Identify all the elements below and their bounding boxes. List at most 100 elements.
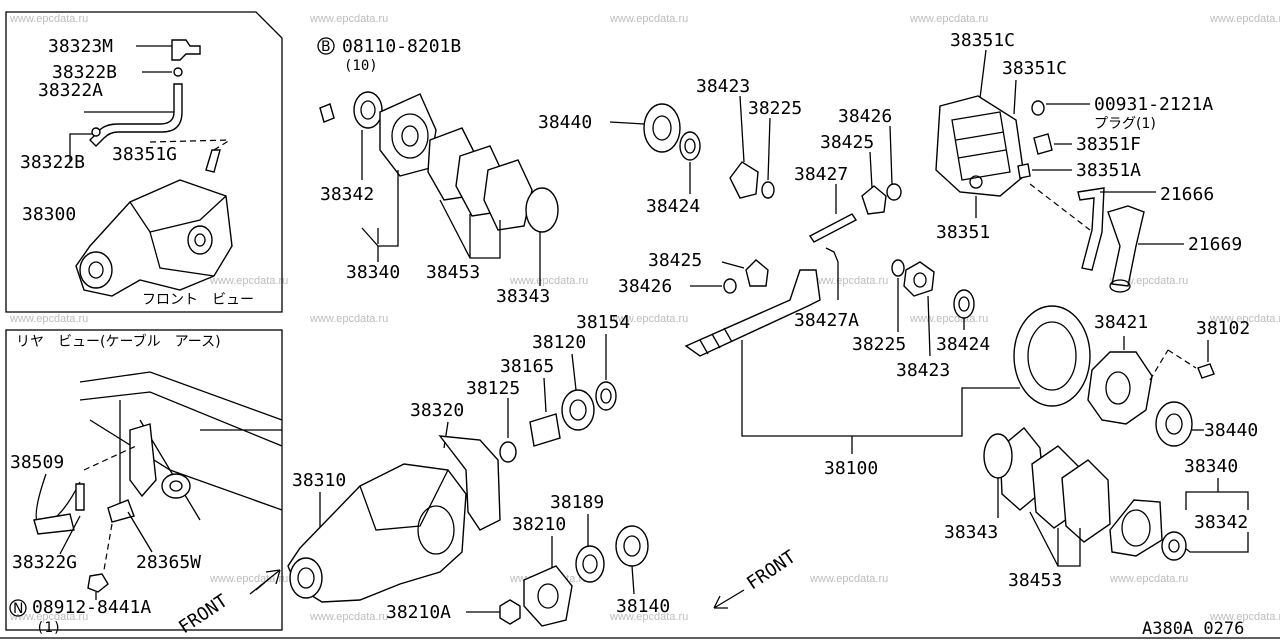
part-number-38320: 38320 xyxy=(410,400,464,421)
part-number-38102: 38102 xyxy=(1196,318,1250,339)
diagram-code: A380A 0276 xyxy=(1142,619,1244,639)
n-symbol xyxy=(9,599,27,617)
part-number-38210A: 38210A xyxy=(386,602,451,623)
o-ring xyxy=(983,433,1013,479)
part-number-38425-top: 38425 xyxy=(820,132,874,153)
bolt-symbol: B xyxy=(321,39,331,55)
pinion-bearing xyxy=(561,389,595,431)
front-view-caption: フロント ビュー xyxy=(142,292,254,308)
part-number-38342-left: 38342 xyxy=(320,184,374,205)
watermark: www.epcdata.ru xyxy=(909,13,988,25)
part-number-38423-top: 38423 xyxy=(696,76,750,97)
part-number-21666: 21666 xyxy=(1160,184,1214,205)
rear-cover-left-group: B 08110-8201B (10) 38342 38340 38453 383… xyxy=(317,36,559,307)
pinion-bearing xyxy=(615,525,649,567)
part-number-38343-right: 38343 xyxy=(944,522,998,543)
plug-note: プラグ(1) xyxy=(1094,116,1156,132)
watermark: www.epcdata.ru xyxy=(509,275,588,287)
carrier-group: 38154 38120 38165 38125 38320 38310 3818… xyxy=(287,312,670,627)
drive-pinion xyxy=(684,269,821,357)
thrust-washer xyxy=(886,183,902,201)
rear-view-inset-frame xyxy=(5,329,283,631)
part-number-38351C-1: 38351C xyxy=(950,30,1015,51)
watermark: www.epcdata.ru xyxy=(609,13,688,25)
pinion-mate-gear xyxy=(861,185,887,215)
side-gear xyxy=(903,261,935,297)
part-number-38426-top: 38426 xyxy=(838,106,892,127)
part-number-38120: 38120 xyxy=(532,332,586,353)
breather-hose xyxy=(89,83,183,147)
part-number-38509: 38509 xyxy=(10,452,64,473)
watermark: www.epcdata.ru xyxy=(309,313,388,325)
watermark: www.epcdata.ru xyxy=(9,313,88,325)
thrust-washer xyxy=(679,131,701,161)
part-number-38424-top: 38424 xyxy=(646,196,700,217)
part-number-38343-left: 38343 xyxy=(496,286,550,307)
diff-case-right-group: 38421 38102 38440 38340 38342 38343 3845… xyxy=(944,305,1258,591)
side-retainer xyxy=(1109,499,1163,557)
nut-code: 08912-8441A xyxy=(32,597,151,618)
bolt-code: 08110-8201B xyxy=(342,36,461,57)
watermark: www.epcdata.ru xyxy=(809,573,888,585)
carrier-flange xyxy=(289,557,323,599)
bracket xyxy=(129,423,157,498)
part-number-38440-top: 38440 xyxy=(538,112,592,133)
part-number-38140: 38140 xyxy=(616,596,670,617)
ring-gear-bolt xyxy=(1197,363,1215,379)
part-number-38423-mid: 38423 xyxy=(896,360,950,381)
part-number-38351A: 38351A xyxy=(1076,160,1141,181)
part-number-38351F: 38351F xyxy=(1076,134,1141,155)
oil-seal xyxy=(353,91,383,129)
part-number-38351G: 38351G xyxy=(112,144,177,165)
part-number-38322B-low: 38322B xyxy=(20,152,85,173)
part-number-38340-left: 38340 xyxy=(346,262,400,283)
watermark: www.epcdata.ru xyxy=(209,573,288,585)
plug-code: 00931-2121A xyxy=(1094,94,1213,115)
filler-plug xyxy=(1033,133,1053,155)
watermark: www.epcdata.ru xyxy=(1109,573,1188,585)
part-number-38323M: 38323M xyxy=(48,36,113,57)
mount-member xyxy=(1107,205,1145,287)
part-number-38425-mid: 38425 xyxy=(648,250,702,271)
part-number-38426-mid: 38426 xyxy=(618,276,672,297)
part-number-38421: 38421 xyxy=(1094,312,1148,333)
cable-clip xyxy=(107,499,135,523)
rear-view-inset: リヤ ビュー(ケーブル アース) 38509 38322G 28365W N 0… xyxy=(9,333,283,636)
washer xyxy=(499,441,517,463)
part-number-38424-mid: 38424 xyxy=(936,334,990,355)
part-number-38300: 38300 xyxy=(22,204,76,225)
hose-clamp xyxy=(91,127,101,137)
watermark: www.epcdata.ru xyxy=(609,313,688,325)
part-number-38322A: 38322A xyxy=(38,80,103,101)
bolt-qty: (10) xyxy=(344,58,378,74)
ring-gear xyxy=(1013,305,1091,407)
nut-symbol: N xyxy=(13,601,23,617)
part-number-38351: 38351 xyxy=(936,222,990,243)
side-bearing xyxy=(643,103,681,153)
o-ring xyxy=(525,187,559,233)
watermark: www.epcdata.ru xyxy=(9,13,88,25)
part-number-38125: 38125 xyxy=(466,378,520,399)
nut xyxy=(87,573,109,593)
bolt xyxy=(75,483,85,511)
pinion-nut xyxy=(161,473,191,499)
watermark: www.epcdata.ru xyxy=(9,611,88,623)
part-number-38310: 38310 xyxy=(292,470,346,491)
part-number-38154: 38154 xyxy=(576,312,630,333)
part-number-38351C-2: 38351C xyxy=(1002,58,1067,79)
watermark: www.epcdata.ru xyxy=(1209,313,1280,325)
part-number-38427A: 38427A xyxy=(794,310,859,331)
side-bearing xyxy=(1155,401,1193,447)
oil-seal xyxy=(575,545,605,583)
rear-cover-right-group: 38351C 38351C 38351 00931-2121A プラグ(1) 3… xyxy=(935,30,1242,293)
part-number-28365W: 28365W xyxy=(136,552,201,573)
front-label: FRONT xyxy=(743,546,800,594)
part-number-38100: 38100 xyxy=(824,458,878,479)
washer xyxy=(761,181,775,199)
washer xyxy=(891,259,905,277)
companion-flange xyxy=(523,565,573,627)
bracket xyxy=(1077,187,1105,271)
rear-view-caption: リヤ ビュー(ケーブル アース) xyxy=(16,333,221,350)
